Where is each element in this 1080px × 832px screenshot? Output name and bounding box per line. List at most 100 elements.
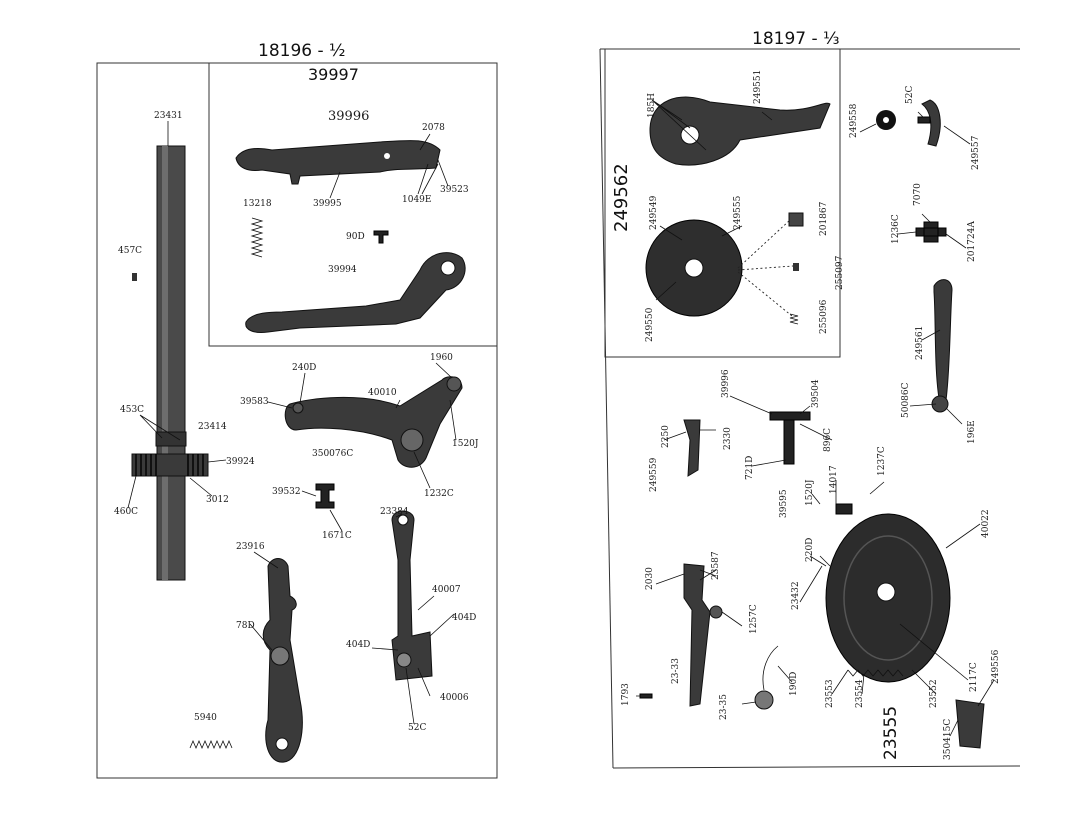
screw-head-1257C	[709, 605, 723, 619]
part-label-350076C: 350076C	[312, 449, 353, 459]
part-drawing-23384-hole	[397, 514, 409, 526]
part-label-39583: 39583	[240, 397, 269, 407]
part-label-14017: 14017	[829, 465, 839, 494]
part-drawing-255097	[793, 263, 799, 271]
part-label-40007: 40007	[432, 585, 461, 595]
screw-head-240D	[292, 402, 304, 414]
part-label-721D: 721D	[745, 456, 755, 480]
part-label-13218: 13218	[243, 199, 272, 209]
shaft-drawing-23431	[156, 145, 186, 581]
part-label-23-35: 23-35	[719, 694, 729, 720]
leader-lines-right	[636, 99, 995, 737]
part-label-23916: 23916	[236, 542, 265, 552]
part-label-249558: 249558	[849, 103, 859, 138]
part-label-185H: 185H	[647, 93, 657, 118]
part-label-453C: 453C	[120, 405, 144, 415]
part-label-39532: 39532	[272, 487, 301, 497]
spring-drawing-255096	[789, 313, 799, 325]
part-drawing-39994	[245, 252, 466, 333]
part-label-249557: 249557	[971, 135, 981, 170]
spring-drawing-190D	[762, 645, 779, 691]
part-label-201724A: 201724A	[967, 221, 977, 262]
part-label-23552: 23552	[929, 679, 939, 708]
part-drawing-40022-rim	[843, 535, 933, 661]
part-label-240D: 240D	[292, 363, 316, 373]
spring-drawing-13218	[250, 217, 264, 258]
part-label-1520J: 1520J	[452, 439, 479, 449]
part-drawing-249551	[649, 96, 831, 166]
part-label-23432: 23432	[791, 581, 801, 610]
part-drawing-1237C	[835, 503, 853, 515]
part-label-40006: 40006	[440, 693, 469, 703]
part-label-7070: 7070	[913, 183, 923, 206]
part-drawing-23-33	[683, 563, 711, 707]
part-drawing-201867	[788, 212, 804, 227]
part-label-40010: 40010	[368, 388, 397, 398]
part-label-5940: 5940	[194, 713, 217, 723]
part-label-40022: 40022	[981, 509, 991, 538]
part-label-255097: 255097	[835, 255, 845, 290]
part-label-255096: 255096	[819, 299, 829, 334]
part-label-460C: 460C	[114, 507, 138, 517]
part-label-350415C: 350415C	[943, 719, 953, 760]
bolt-head-1960	[446, 376, 462, 392]
part-label-2117C: 2117C	[969, 662, 979, 692]
part-label-78D: 78D	[236, 621, 255, 631]
part-label-39924: 39924	[226, 457, 255, 467]
part-drawing-39504	[769, 411, 811, 465]
gear-drawing-39924	[131, 453, 209, 477]
part-label-1049E: 1049E	[402, 195, 431, 205]
part-label-52C-top: 52C	[905, 86, 915, 104]
part-label-201867: 201867	[819, 201, 829, 236]
right-panel: 18197 - ⅓ 249562	[599, 29, 1021, 769]
part-label-23414: 23414	[198, 422, 227, 432]
part-drawing-249556	[955, 699, 985, 749]
part-drawing-2250	[683, 419, 701, 477]
part-drawing-23916-hole	[275, 737, 289, 751]
right-panel-left-rule	[599, 48, 614, 769]
screw-drawing-90D	[373, 230, 389, 244]
part-label-249551: 249551	[753, 70, 763, 104]
part-label-39996-right: 39996	[721, 369, 731, 398]
shaft-highlight	[162, 146, 168, 580]
part-label-39595: 39595	[779, 489, 789, 518]
part-label-1520J-right: 1520J	[805, 479, 815, 506]
part-label-457C: 457C	[118, 246, 142, 256]
part-label-52C: 52C	[408, 723, 426, 733]
spring-drawing-5940	[189, 739, 233, 750]
part-drawing-249549-hub	[684, 258, 704, 278]
spring-drawing-23554	[847, 669, 904, 677]
part-drawing-39532	[315, 483, 335, 509]
right-inset-title: 249562	[611, 163, 632, 232]
right-inset-frame	[604, 48, 841, 358]
part-label-3012: 3012	[206, 495, 229, 505]
left-inset-title: 39997	[308, 65, 359, 84]
part-drawing-52C-right	[917, 116, 931, 124]
part-label-2078: 2078	[422, 123, 445, 133]
part-drawing-39995-hole	[384, 153, 390, 159]
screw-head-78D	[270, 646, 290, 666]
part-label-23554: 23554	[855, 679, 865, 708]
part-label-23-33: 23-33	[671, 658, 681, 684]
part-drawing-249561	[933, 279, 953, 405]
dotted-leaders-inset	[737, 219, 794, 317]
part-label-90D: 90D	[346, 232, 365, 242]
part-label-2330: 2330	[723, 427, 733, 450]
part-label-23587: 23587	[711, 551, 721, 580]
part-label-39995: 39995	[313, 199, 342, 209]
part-label-896C: 896C	[823, 428, 833, 452]
left-panel-title: 18196 - ½	[258, 41, 346, 61]
part-label-23384: 23384	[380, 507, 409, 517]
part-label-1237C: 1237C	[877, 446, 887, 476]
left-inset-frame	[208, 62, 498, 347]
part-label-23555: 23555	[881, 706, 901, 760]
part-drawing-7070	[915, 221, 947, 243]
part-label-249550: 249550	[645, 307, 655, 342]
part-label-23553: 23553	[825, 679, 835, 708]
setscrew-drawing-457C	[132, 273, 137, 281]
part-label-404D-right: 404D	[452, 613, 476, 623]
part-label-220D: 220D	[805, 538, 815, 562]
part-label-196E: 196E	[967, 420, 977, 444]
left-panel: 18196 - ½ 39997 3999	[96, 41, 498, 779]
